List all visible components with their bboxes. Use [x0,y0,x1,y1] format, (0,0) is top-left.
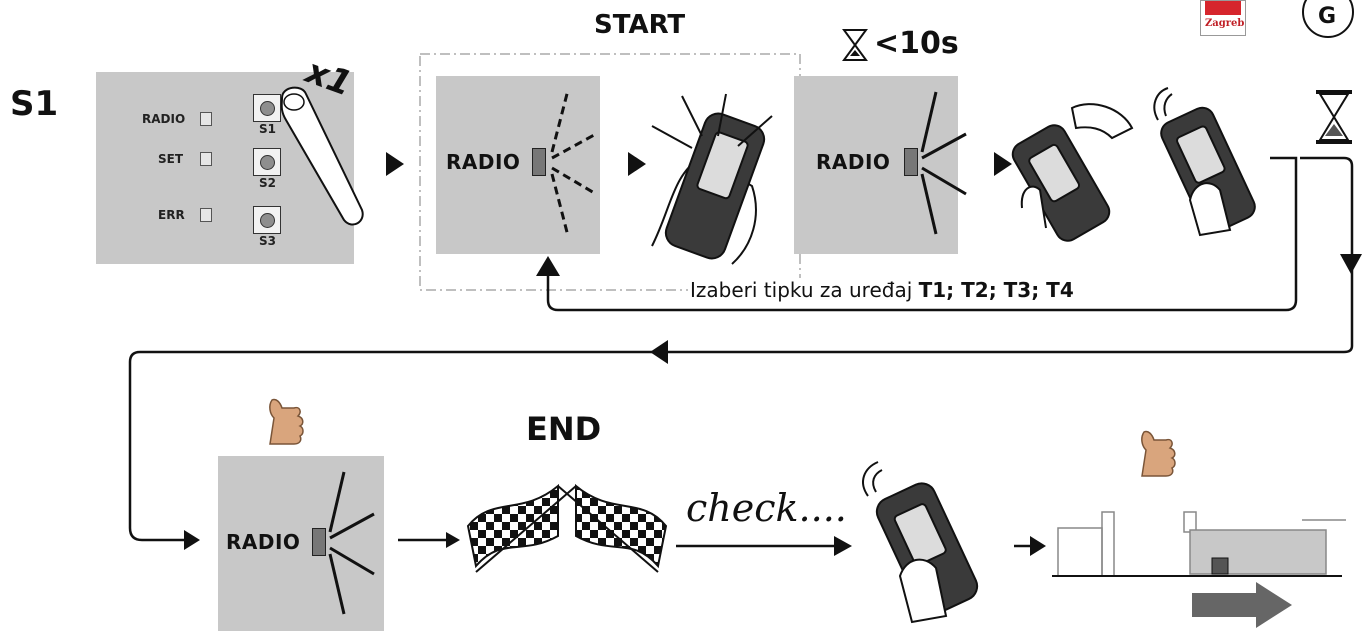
button-s1[interactable] [253,94,281,122]
step-label: S1 [10,84,59,124]
hourglass-icon [1316,90,1352,144]
control-board-panel: RADIO SET ERR S1 S2 S3 [96,72,354,264]
thumbs-up-icon [269,398,304,445]
button-s2-label: S2 [259,176,276,190]
finger-press-icon [280,86,364,226]
instruction-text: Izaberi tipku za uređaj T1; T2; T3; T4 [688,278,1076,302]
button-s1-label: S1 [259,122,276,136]
sliding-gate-icon [1052,511,1346,577]
radio-label: RADIO [226,530,301,554]
remote-transmit-icon [1153,87,1256,237]
remote-finger-icon [1011,103,1134,242]
remote-hand-blinking-icon [651,93,773,265]
thumbs-up-icon [1141,430,1176,477]
arrow-right-icon [994,152,1012,176]
checkered-flags-icon [466,483,668,573]
arrow-right-icon [386,152,404,176]
instruction-keys: T1; T2; T3; T4 [918,278,1074,302]
gate-direction-arrow-icon [1192,582,1292,628]
remote-transmit-icon [862,461,979,624]
radio-label: RADIO [446,150,521,174]
radio-label: RADIO [816,150,891,174]
led-label-set: SET [158,152,184,166]
check-label: check.... [686,486,847,530]
radio-panel-blinking: RADIO [436,76,600,254]
arrow-right-icon [628,152,646,176]
led-set [200,152,212,166]
led-radio [200,112,212,126]
logo-letter: G [1318,4,1337,29]
radio-panel-steady: RADIO [794,76,967,254]
radio-led-icon [904,148,918,176]
steady-rays-icon [328,471,375,615]
start-label: START [594,10,686,40]
led-label-radio: RADIO [142,112,186,126]
end-label: END [526,410,602,448]
hourglass-icon [842,29,868,61]
radio-led-icon [312,528,326,556]
timer-label: <10s [874,26,959,61]
instruction-prefix: Izaberi tipku za uređaj [690,278,919,302]
radio-led-icon [532,148,546,176]
blink-rays-icon [550,89,597,237]
led-err [200,208,212,222]
button-s3[interactable] [253,206,281,234]
steady-rays-icon [920,91,967,235]
led-label-err: ERR [158,208,185,222]
button-s2[interactable] [253,148,281,176]
logo-city: Zagreb [1205,18,1245,29]
brand-logo: Zagreb [1200,0,1246,36]
button-s3-label: S3 [259,234,276,248]
radio-panel-confirmed: RADIO [218,456,384,631]
start-frame [419,53,801,291]
